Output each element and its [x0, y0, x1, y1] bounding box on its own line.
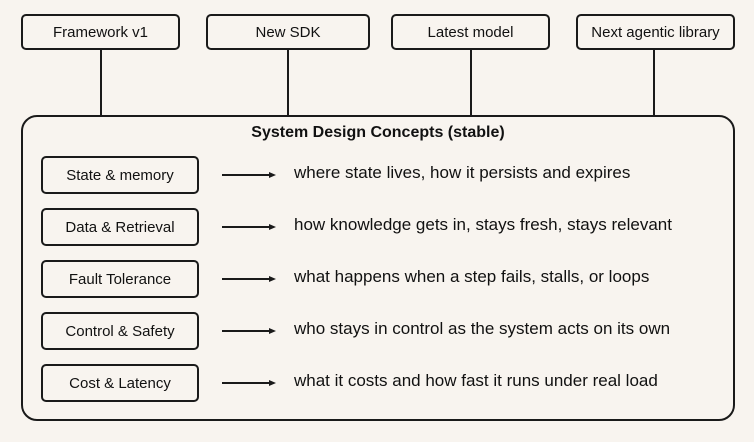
- concept-label: Fault Tolerance: [68, 270, 172, 288]
- concept-description: who stays in control as the system acts …: [294, 319, 671, 338]
- top-box-next-agentic-library: Next agentic library: [576, 14, 735, 50]
- system-design-container: System Design Concepts (stable) State & …: [21, 115, 735, 421]
- right-arrow-icon: [222, 380, 276, 386]
- concept-row: State & memory where state lives, how it…: [23, 156, 733, 194]
- concept-box-fault-tolerance: Fault Tolerance: [41, 260, 199, 298]
- concept-label: State & memory: [66, 166, 174, 184]
- concept-description: where state lives, how it persists and e…: [294, 163, 631, 182]
- concept-label: Control & Safety: [65, 322, 175, 340]
- concept-label: Data & Retrieval: [65, 218, 175, 236]
- concept-row: Control & Safety who stays in control as…: [23, 312, 733, 350]
- concept-box-control-safety: Control & Safety: [41, 312, 199, 350]
- concept-box-data-retrieval: Data & Retrieval: [41, 208, 199, 246]
- concept-description: what happens when a step fails, stalls, …: [294, 267, 650, 286]
- top-box-new-sdk: New SDK: [206, 14, 370, 50]
- concept-row: Cost & Latency what it costs and how fas…: [23, 364, 733, 402]
- concept-row: Fault Tolerance what happens when a step…: [23, 260, 733, 298]
- concept-box-state-memory: State & memory: [41, 156, 199, 194]
- top-box-latest-model: Latest model: [391, 14, 550, 50]
- concept-row: Data & Retrieval how knowledge gets in, …: [23, 208, 733, 246]
- connector-line: [100, 50, 102, 116]
- right-arrow-icon: [222, 224, 276, 230]
- concept-box-cost-latency: Cost & Latency: [41, 364, 199, 402]
- concept-description: how knowledge gets in, stays fresh, stay…: [294, 215, 672, 234]
- right-arrow-icon: [222, 328, 276, 334]
- right-arrow-icon: [222, 276, 276, 282]
- connector-line: [287, 50, 289, 116]
- top-box-label: Framework v1: [52, 23, 149, 41]
- connector-line: [470, 50, 472, 116]
- concept-description: what it costs and how fast it runs under…: [294, 371, 658, 390]
- top-box-framework-v1: Framework v1: [21, 14, 180, 50]
- connector-line: [653, 50, 655, 116]
- top-box-label: Latest model: [427, 23, 514, 41]
- top-box-label: New SDK: [255, 23, 321, 41]
- right-arrow-icon: [222, 172, 276, 178]
- concept-label: Cost & Latency: [69, 374, 171, 392]
- top-box-label: Next agentic library: [591, 23, 720, 41]
- container-title: System Design Concepts (stable): [251, 124, 505, 141]
